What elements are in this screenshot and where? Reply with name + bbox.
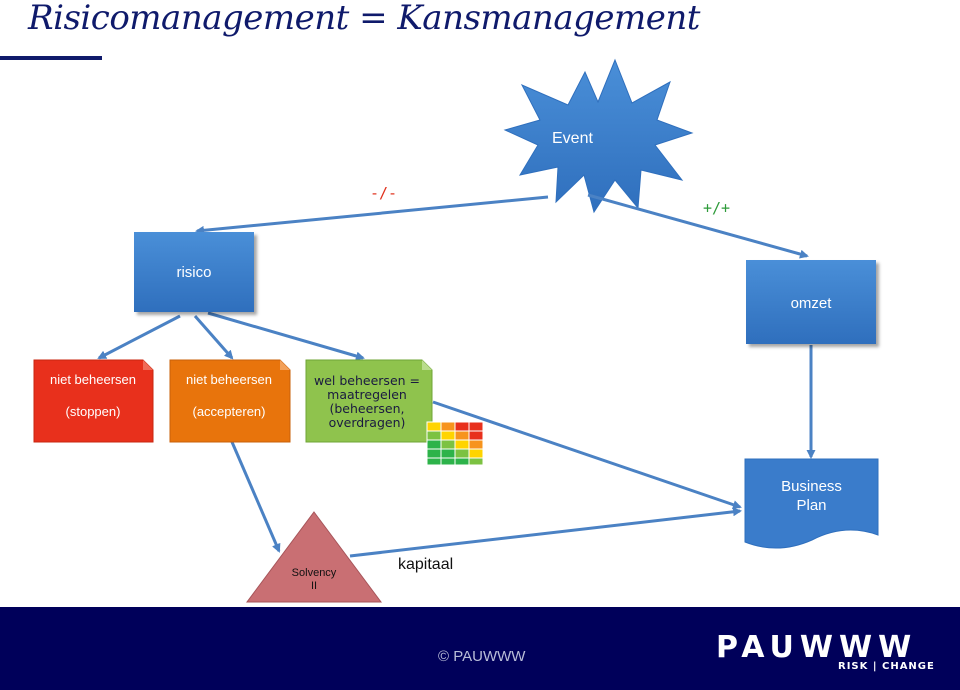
arrow-risico-to-stoppen	[97, 314, 181, 360]
stoppen-line2: (stoppen)	[65, 404, 121, 419]
stoppen-line1: niet beheersen	[49, 372, 136, 387]
beheersen-line3: (beheersen,	[329, 401, 405, 416]
accepteren-line2: (accepteren)	[192, 404, 266, 419]
title-underline	[0, 56, 102, 60]
beheersen-line2: maatregelen	[327, 387, 407, 402]
accepteren-line1: niet beheersen	[185, 372, 272, 387]
solvency-line1: Solvency	[291, 567, 337, 579]
business-plan-line2: Plan	[796, 497, 827, 514]
page-title: Risicomanagement = Kansmanagement	[28, 0, 700, 38]
event-starburst	[503, 58, 694, 214]
beheersen-line4: overdragen)	[328, 415, 406, 430]
plus-label: +/+	[703, 199, 731, 217]
event-label: Event	[552, 130, 593, 147]
arrow-beheersen-to-business-plan	[432, 400, 742, 509]
beheersen-text: wel beheersen = maatregelen (beheersen, …	[306, 374, 428, 430]
kapitaal-label: kapitaal	[398, 556, 454, 573]
risico-label: risico	[176, 263, 212, 281]
risico-box: risico	[134, 232, 254, 312]
beheersen-box	[305, 359, 433, 443]
solvency-triangle	[246, 511, 382, 603]
logo-tagline: RISK | CHANGE	[838, 661, 935, 672]
stoppen-text: niet beheersen (stoppen)	[34, 372, 152, 419]
accepteren-text: niet beheersen (accepteren)	[170, 372, 288, 419]
minus-label: -/-	[370, 184, 398, 202]
business-plan-text: Business Plan	[745, 477, 878, 515]
arrow-solvency-to-business-plan	[349, 507, 742, 558]
omzet-box: omzet	[746, 260, 876, 344]
beheersen-line1: wel beheersen =	[314, 373, 420, 388]
accepteren-box	[169, 359, 291, 443]
arrow-risico-to-beheersen	[207, 311, 365, 361]
copyright-text: © PAUWWW	[438, 648, 526, 665]
stoppen-box	[33, 359, 154, 443]
footer-bar	[0, 607, 960, 690]
solvency-text: Solvency II	[274, 567, 354, 593]
business-plan-box	[744, 458, 879, 549]
omzet-label: omzet	[790, 295, 832, 312]
arrow-event-to-risico	[195, 195, 549, 235]
business-plan-line1: Business	[781, 478, 842, 495]
risk-matrix	[426, 421, 484, 466]
solvency-line2: II	[310, 580, 318, 592]
arrow-accepteren-to-solvency	[230, 441, 281, 553]
arrow-event-to-omzet	[587, 193, 809, 259]
arrow-risico-to-accepteren	[193, 315, 234, 360]
pauwww-logo: PAUWWW	[716, 630, 918, 665]
